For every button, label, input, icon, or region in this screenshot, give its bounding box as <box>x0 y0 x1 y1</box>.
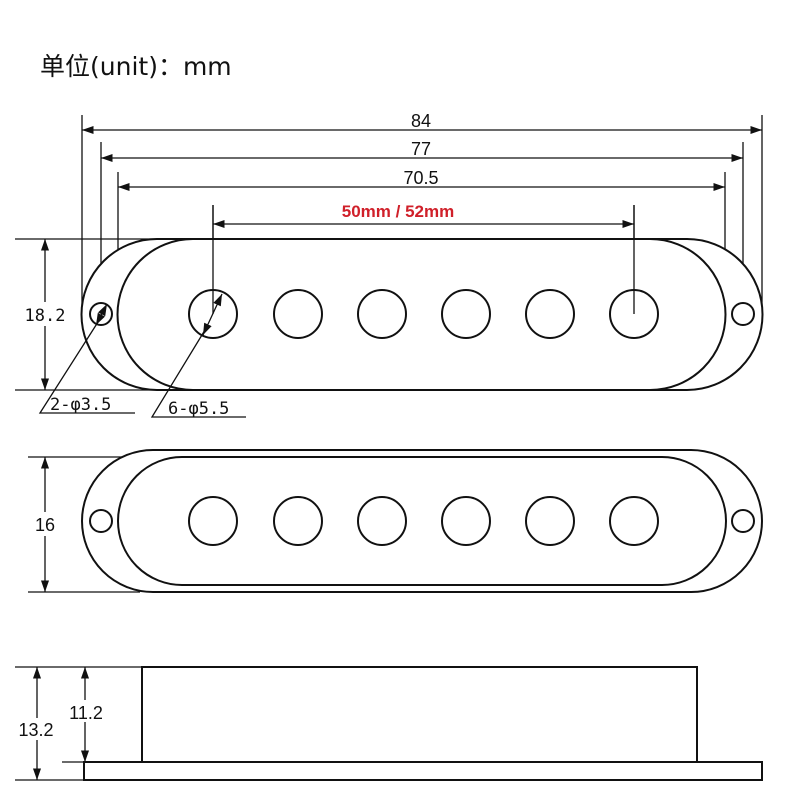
dim-77-label: 77 <box>411 139 431 159</box>
mount-hole-note: 2-φ3.5 <box>50 395 111 415</box>
pole-holes <box>188 289 659 339</box>
mount-hole-left <box>89 302 113 326</box>
cover-outline <box>117 456 727 586</box>
pole-hole <box>273 496 323 546</box>
pole-hole <box>525 289 575 339</box>
extension-lines <box>15 115 763 391</box>
mount-hole-diameter-arrow <box>95 303 108 326</box>
dim-70-5-label: 70.5 <box>403 168 438 188</box>
base-plate-side <box>83 761 763 781</box>
pole-hole-leader <box>150 329 246 418</box>
dim-16-label: 16 <box>35 515 55 535</box>
side-view: 13.2 11.2 <box>12 666 763 781</box>
dim-84-label: 84 <box>411 111 431 131</box>
dim-11-2-label: 11.2 <box>69 703 103 723</box>
pole-hole <box>609 496 659 546</box>
dim-13-2-label: 13.2 <box>18 720 53 740</box>
mount-hole-left <box>89 509 113 533</box>
top-view: 84 77 70.5 50mm / 52mm 18.2 2-φ3.5 6- <box>14 111 764 419</box>
pole-hole <box>273 289 323 339</box>
cover-side <box>141 666 698 762</box>
pole-hole <box>525 496 575 546</box>
unit-title: 单位(unit)：mm <box>40 52 232 81</box>
pole-hole <box>441 289 491 339</box>
mount-hole-leader <box>38 321 135 414</box>
pole-hole-note: 6-φ5.5 <box>168 399 229 419</box>
mount-hole-right <box>731 509 755 533</box>
cover-outline <box>116 238 727 391</box>
pole-hole <box>188 496 238 546</box>
dim-18-2-label: 18.2 <box>25 306 66 326</box>
dim-pole-spacing-label: 50mm / 52mm <box>342 202 454 221</box>
pole-hole-diameter-arrow <box>202 293 223 336</box>
pole-hole <box>357 496 407 546</box>
pole-holes <box>188 496 659 546</box>
mount-hole-right <box>731 302 755 326</box>
pole-hole <box>441 496 491 546</box>
middle-view: 16 <box>26 449 763 593</box>
pole-hole <box>357 289 407 339</box>
